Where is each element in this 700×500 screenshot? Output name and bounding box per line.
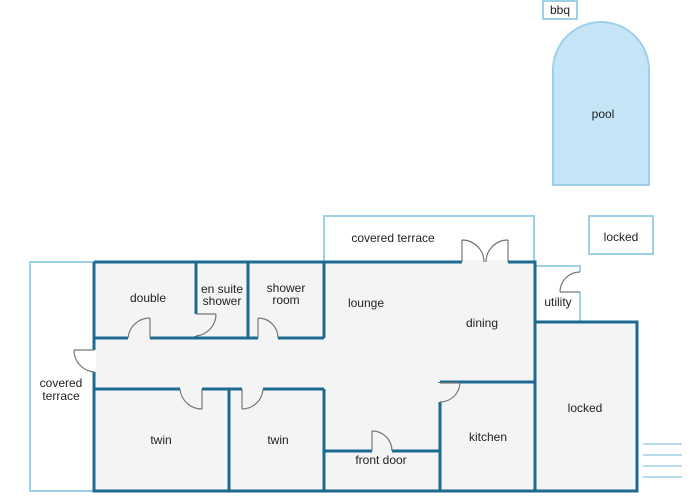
locked-top-label: locked	[604, 230, 639, 244]
pool-label: pool	[592, 107, 615, 121]
covered-terrace-top-label: covered terrace	[351, 231, 435, 245]
en-suite-label-2: shower	[203, 294, 242, 308]
bbq-label: bbq	[550, 3, 570, 17]
utility-label: utility	[544, 295, 571, 309]
covered-terrace-left-label-1: covered	[40, 376, 83, 390]
covered-terrace-top	[323, 215, 535, 262]
double-label: double	[130, 291, 166, 305]
utility-box	[533, 265, 581, 323]
front-door-label: front door	[355, 453, 406, 467]
locked-top-box	[588, 215, 654, 255]
twin-left-label: twin	[150, 433, 171, 447]
en-suite-label-1: en suite	[201, 282, 243, 296]
shower-room-label-1: shower	[267, 281, 306, 295]
covered-terrace-left	[29, 261, 94, 492]
lounge-label: lounge	[348, 296, 384, 310]
pool	[552, 21, 650, 186]
dining-label: dining	[466, 316, 498, 330]
covered-terrace-left-label-2: terrace	[42, 389, 80, 403]
twin-right-label: twin	[267, 433, 288, 447]
doors	[73, 239, 582, 453]
floors	[94, 262, 637, 491]
kitchen-label: kitchen	[469, 430, 507, 444]
bbq-box	[542, 0, 578, 20]
steps	[643, 443, 682, 478]
shower-room-label-2: room	[272, 293, 299, 307]
locked-main-label: locked	[568, 401, 603, 415]
